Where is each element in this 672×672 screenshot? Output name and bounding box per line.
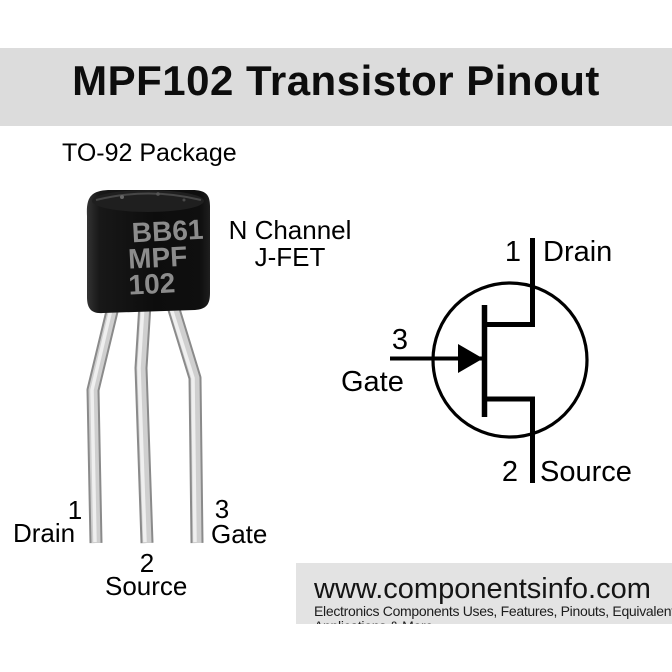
photo-pin2-number: 2 bbox=[139, 548, 155, 578]
chip-marking: BB61 MPF 102 bbox=[127, 214, 204, 301]
watermark-tagline-line1: Electronics Components Uses, Features, P… bbox=[314, 603, 672, 619]
transistor-body bbox=[86, 190, 210, 314]
watermark-tagline-line2: Applications & More bbox=[314, 619, 672, 625]
package-label: TO-92 Package bbox=[62, 139, 237, 167]
symbol-gate-name: Gate bbox=[341, 366, 404, 398]
top-face-highlight bbox=[95, 192, 202, 201]
lead-left bbox=[86, 301, 121, 544]
device-type-line2: J-FET bbox=[254, 242, 326, 272]
chip-marking-line2: MPF bbox=[127, 241, 188, 275]
symbol-drain-name: Drain bbox=[543, 236, 613, 268]
photo-pin1-name: Drain bbox=[13, 518, 76, 548]
symbol-gate-number: 3 bbox=[391, 324, 409, 356]
jfet-gate-arrow-icon bbox=[458, 344, 483, 373]
watermark-site: www.componentsinfo.com bbox=[314, 573, 651, 605]
title-banner: MPF102 Transistor Pinout bbox=[0, 48, 672, 126]
photo-pin1-number: 1 bbox=[67, 495, 83, 525]
top-face-glint bbox=[156, 192, 160, 196]
jfet-drain-lead bbox=[487, 238, 535, 327]
chip-marking-line3: 102 bbox=[128, 267, 176, 300]
device-type-label: N Channel J-FET bbox=[222, 217, 358, 271]
symbol-drain-number: 1 bbox=[504, 236, 521, 268]
page-title: MPF102 Transistor Pinout bbox=[72, 57, 600, 104]
symbol-source-name: Source bbox=[540, 456, 632, 488]
transistor-photo: BB61 MPF 102 bbox=[86, 190, 210, 544]
lead-middle bbox=[134, 303, 154, 544]
photo-pin3-name: Gate bbox=[211, 519, 268, 549]
chip-marking-line1: BB61 bbox=[131, 214, 204, 249]
jfet-source-lead bbox=[487, 396, 535, 483]
jfet-symbol bbox=[390, 238, 589, 483]
watermark-box: www.componentsinfo.com Electronics Compo… bbox=[296, 563, 672, 624]
photo-pin2-name: Source bbox=[105, 571, 188, 601]
device-type-line1: N Channel bbox=[228, 215, 352, 245]
top-face-glint bbox=[182, 198, 186, 202]
top-face-glint bbox=[120, 195, 124, 199]
symbol-source-number: 2 bbox=[501, 456, 518, 488]
photo-pin3-number: 3 bbox=[214, 494, 230, 524]
lead-right bbox=[165, 301, 204, 544]
